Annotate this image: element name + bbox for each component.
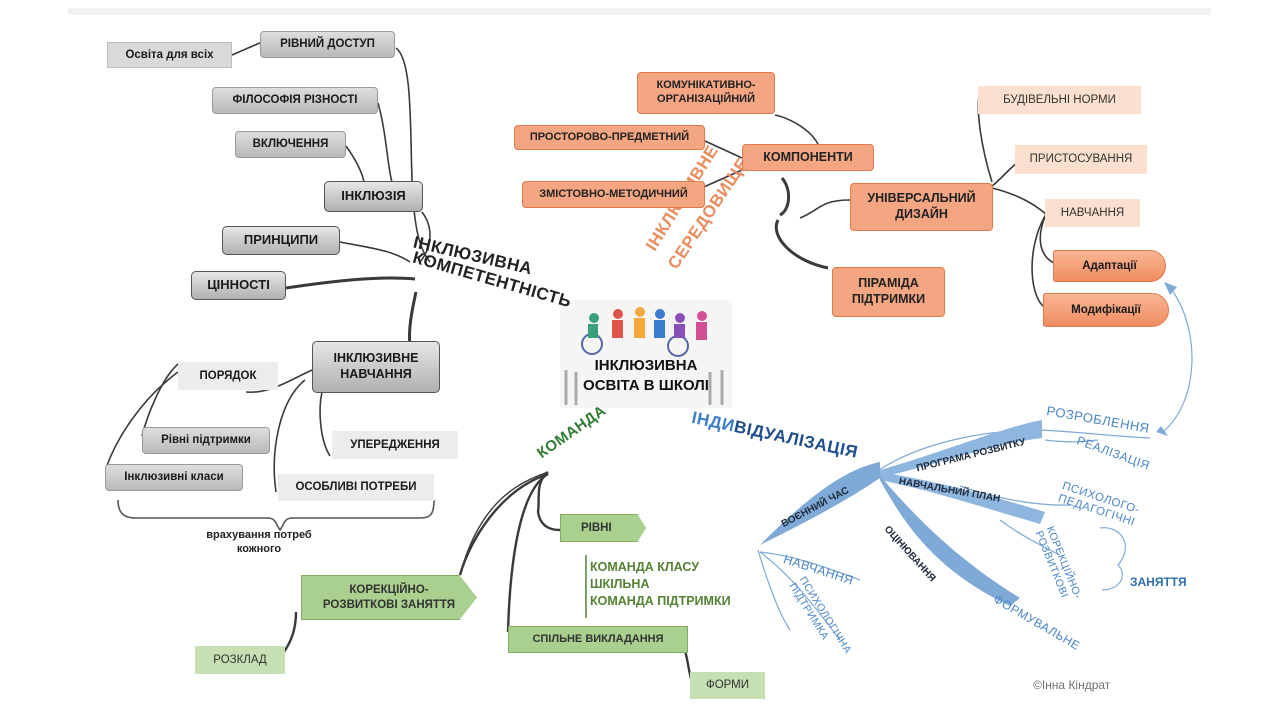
- correctional-node: КОРЕКЦІЙНО-РОЗВИТКОВІ ЗАНЯТТЯ: [301, 575, 477, 620]
- support-pyramid-line2: ПІДТРИМКИ: [851, 292, 926, 306]
- education-for-all-node: Освіта для всіх: [107, 42, 232, 68]
- content-node: ЗМІСТОВНО-МЕТОДИЧНИЙ: [522, 181, 705, 208]
- levels-node: РІВНІ: [560, 514, 646, 542]
- inclusion-en-node: ВКЛЮЧЕННЯ: [235, 131, 346, 158]
- support-team-label: КОМАНДА ПІДТРИМКИ: [590, 593, 731, 608]
- special-needs-node: ОСОБЛИВІ ПОТРЕБИ: [278, 474, 434, 501]
- communicative-node: КОМУНІКАТИВНО-ОРГАНІЗАЦІЙНИЙ: [637, 72, 775, 114]
- values-node: ЦІННОСТІ: [191, 271, 286, 300]
- env-learning-node: НАВЧАННЯ: [1045, 199, 1140, 227]
- class-team-label: КОМАНДА КЛАСУ: [590, 560, 699, 574]
- building-norms-node: БУДІВЕЛЬНІ НОРМИ: [978, 86, 1141, 114]
- adaptation-node: ПРИСТОСУВАННЯ: [1015, 145, 1147, 174]
- order-node: ПОРЯДОК: [178, 362, 278, 390]
- lessons-label: ЗАНЯТТЯ: [1130, 575, 1187, 589]
- children-illustration-icon: [560, 300, 732, 408]
- support-levels-node: Рівні підтримки: [142, 427, 270, 454]
- center-title-line2: ОСВІТА В ШКОЛІ: [583, 377, 709, 395]
- copyright-label: ©Інна Кіндрат: [1033, 678, 1111, 692]
- center-image: ІНКЛЮЗИВНА ОСВІТА В ШКОЛІ: [560, 300, 732, 408]
- inclusive-classes-node: Інклюзивні класи: [105, 464, 243, 491]
- support-pyramid-line1: ПІРАМІДА: [858, 276, 919, 291]
- adaptations-node: Адаптації: [1053, 250, 1166, 282]
- correctional-line2: РОЗВИТКОВІ ЗАНЯТТЯ: [322, 598, 456, 611]
- center-title-line1: ІНКЛЮЗИВНА: [594, 357, 698, 374]
- co-teaching-node: СПІЛЬНЕ ВИКЛАДАННЯ: [508, 626, 688, 653]
- spatial-node: ПРОСТОРОВО-ПРЕДМЕТНИЙ: [514, 125, 705, 150]
- forms-node: ФОРМИ: [690, 672, 765, 699]
- components-node: КОМПОНЕНТИ: [742, 144, 874, 171]
- equal-access-node: РІВНИЙ ДОСТУП: [260, 31, 395, 58]
- team-levels-list: КОМАНДА КЛАСУ ШКІЛЬНА КОМАНДА ПІДТРИМКИ: [590, 559, 731, 610]
- prejudice-node: УПЕРЕДЖЕННЯ: [332, 431, 458, 459]
- correctional-line1: КОРЕКЦІЙНО-: [349, 584, 429, 597]
- inclusive-learning-line2: НАВЧАННЯ: [340, 367, 412, 381]
- universal-design-line1: УНІВЕРСАЛЬНИЙ: [867, 191, 976, 206]
- philosophy-node: ФІЛОСОФІЯ РІЗНОСТІ: [212, 87, 378, 114]
- inclusive-learning-line1: ІНКЛЮЗИВНЕ: [333, 351, 419, 366]
- communicative-line1: КОМУНІКАТИВНО-: [656, 79, 756, 92]
- principles-node: ПРИНЦИПИ: [222, 226, 340, 255]
- top-divider: [68, 8, 1211, 15]
- communicative-line2: ОРГАНІЗАЦІЙНИЙ: [657, 93, 755, 105]
- needs-caption-line2: кожного: [236, 543, 282, 556]
- school-team-label: ШКІЛЬНА: [590, 576, 650, 591]
- needs-caption: врахування потреб кожного: [196, 528, 322, 557]
- needs-caption-line1: врахування потреб: [206, 529, 312, 541]
- universal-design-line2: ДИЗАЙН: [895, 207, 948, 221]
- modifications-node: Модифікації: [1043, 293, 1169, 327]
- inclusion-node: ІНКЛЮЗІЯ: [324, 181, 423, 212]
- schedule-node: РОЗКЛАД: [195, 646, 285, 674]
